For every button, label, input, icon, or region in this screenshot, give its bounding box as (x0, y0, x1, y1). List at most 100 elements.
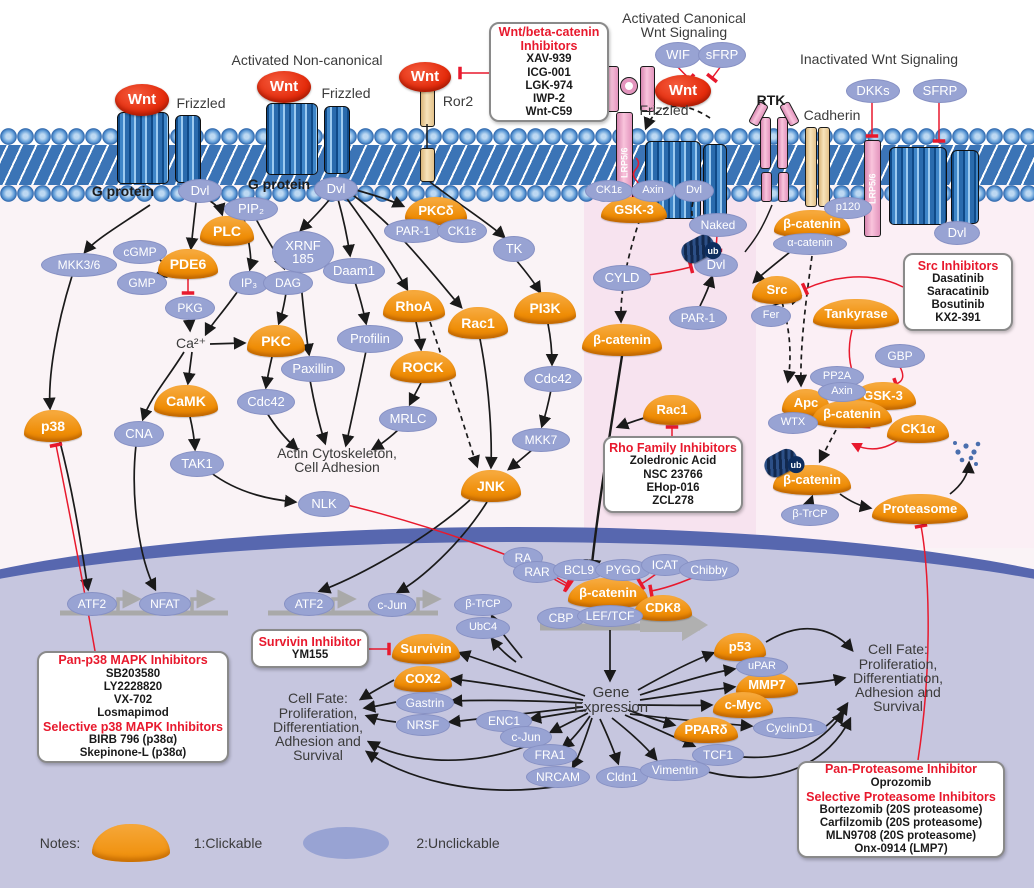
inhibitor-drug-name: Losmapimod (97, 707, 169, 719)
pi3k-node[interactable]: PI3K (514, 292, 576, 324)
dvl-mem-node: Dvl (674, 180, 714, 202)
inhibitor-drug-name: Wnt-C59 (525, 105, 573, 118)
label-actin-label: Actin Cytoskeleton, Cell Adhesion (277, 444, 397, 475)
c-myc-node[interactable]: c-Myc (713, 692, 773, 718)
cdc42-left-node: Cdc42 (237, 389, 295, 415)
upar-node: uPAR (736, 657, 788, 677)
frizzled-receptor-4 (889, 147, 947, 225)
cox2-node[interactable]: COX2 (394, 666, 452, 692)
src-node[interactable]: Src (752, 276, 802, 304)
gmp-node: GMP (117, 271, 167, 295)
wnt-1-node[interactable]: Wnt (115, 84, 169, 116)
wnt-4-node[interactable]: Wnt (655, 75, 711, 107)
inhibitor-drug-name: Zoledronic Acid (629, 455, 717, 468)
plc-node[interactable]: PLC (200, 216, 254, 246)
b-trcp-nuc-node: β-TrCP (454, 594, 512, 616)
proteasome-node[interactable]: Proteasome (872, 494, 968, 524)
pde6-node[interactable]: PDE6 (158, 249, 218, 279)
label-cellfate-right-label: Cell Fate: Proliferation, Differentiatio… (852, 641, 943, 715)
cdc42-right-node: Cdc42 (524, 366, 582, 392)
atf2-1-node: ATF2 (67, 592, 117, 616)
cdk8-node[interactable]: CDK8 (634, 595, 692, 621)
rac1-node[interactable]: Rac1 (448, 307, 508, 339)
inhibitor-drug-name: ZCL278 (652, 494, 694, 507)
ip3-node: IP₃ (229, 271, 269, 295)
axin-mem-node: Axin (631, 180, 675, 202)
ck1e-left-node: CK1ε (437, 219, 487, 243)
title-canonical-label: Activated Canonical Wnt Signaling (622, 9, 746, 40)
survivin-node[interactable]: Survivin (392, 634, 460, 664)
dkks-node: DKKs (846, 79, 900, 103)
nlk-node: NLK (298, 491, 350, 517)
inhibitor-drug-name: IWP-2 (533, 92, 565, 105)
label-ror2-label: Ror2 (442, 92, 474, 109)
ppar-delta-node[interactable]: PPARδ (674, 717, 738, 743)
axin-complex-node: Axin (818, 382, 866, 402)
legend-clickable-label: 1:Clickable (193, 834, 263, 851)
daam1-node: Daam1 (323, 258, 385, 284)
lrp56-ring (620, 77, 638, 95)
inhibitor-drug-name: SB203580 (105, 667, 161, 680)
label-gene-expression-label: Gene Expression (573, 683, 649, 716)
jnk-node[interactable]: JNK (461, 470, 521, 502)
inhibitor-drug-name: Onx-0914 (LMP7) (854, 843, 948, 856)
inhibitor-box-title: Selective p38 MAPK Inhibitors (43, 720, 223, 735)
bcat-cyto-node[interactable]: β-catenin (582, 324, 662, 356)
pygo-node: PYGO (595, 559, 651, 581)
tankyrase-node[interactable]: Tankyrase (813, 299, 899, 329)
wtx-node: WTX (768, 412, 818, 434)
inhibitor-drug-name: YM155 (291, 649, 329, 662)
label-rtk-label: RTK (756, 91, 786, 108)
nrcam-node: NRCAM (526, 766, 590, 788)
inhibitor-box-title: Pan-p38 MAPK Inhibitors (58, 653, 208, 668)
par1-left-node: PAR-1 (384, 219, 442, 243)
dvl-1-node: Dvl (178, 179, 222, 203)
inhibitor-drug-name: NSC 23766 (643, 468, 703, 481)
mkk36-node: MKK3/6 (41, 253, 117, 277)
label-gprotein-2-label: G protein (247, 175, 311, 192)
c-jun-site-node: c-Jun (368, 593, 416, 617)
fer-node: Fer (751, 305, 791, 327)
frizzled-receptor-2b (324, 106, 350, 174)
dvl-2-node: Dvl (314, 177, 358, 201)
ck1a-node[interactable]: CK1α (887, 415, 949, 443)
legend-unclickable-label: 2:Unclickable (416, 834, 500, 851)
bcat-nucleus-node[interactable]: β-catenin (568, 578, 648, 608)
atf2-2-node: ATF2 (284, 592, 334, 616)
bcat-complex-node[interactable]: β-catenin (812, 400, 892, 428)
pkg-node: PKG (165, 296, 215, 320)
pkc-node[interactable]: PKC (247, 325, 305, 357)
inhibitor-box-title: Survivin Inhibitor (258, 634, 362, 649)
wnt-2-node[interactable]: Wnt (257, 71, 311, 103)
inhibitor-box-title: Wnt/beta-catenin (498, 24, 600, 39)
nfat-node: NFAT (139, 592, 191, 616)
b-trcp-right-node: β-TrCP (781, 504, 839, 526)
mrlc-node: MRLC (379, 406, 437, 432)
nrsf-node: NRSF (396, 714, 450, 736)
cgmp-node: cGMP (113, 240, 167, 264)
inhibitor-drug-name: Dasatinib (932, 272, 984, 285)
wnt-3-node[interactable]: Wnt (399, 62, 451, 92)
gbp-node: GBP (875, 344, 925, 368)
inhibitor-box-title: Src Inhibitors (917, 258, 999, 273)
cell-membrane (0, 128, 1034, 202)
label-ca-label: Ca²⁺ (176, 334, 206, 351)
sfrp-can-node: sFRP (698, 42, 746, 68)
p38-node[interactable]: p38 (24, 410, 82, 442)
rhoa-node[interactable]: RhoA (383, 290, 445, 322)
inhibitor-drug-name: LY2228820 (103, 680, 163, 693)
rock-node[interactable]: ROCK (390, 351, 456, 383)
sfrp-right-node: SFRP (913, 79, 967, 103)
inhibitor-drug-name: EHop-016 (646, 481, 700, 494)
p53-node[interactable]: p53 (714, 633, 766, 661)
rac1-col-node[interactable]: Rac1 (643, 395, 701, 425)
camk-node[interactable]: CaMK (154, 385, 218, 417)
rtk-bar-left (760, 117, 771, 169)
chibby-node: Chibby (679, 559, 739, 581)
inhibitor-drug-name: Carfilzomib (20S proteasome) (819, 817, 983, 830)
